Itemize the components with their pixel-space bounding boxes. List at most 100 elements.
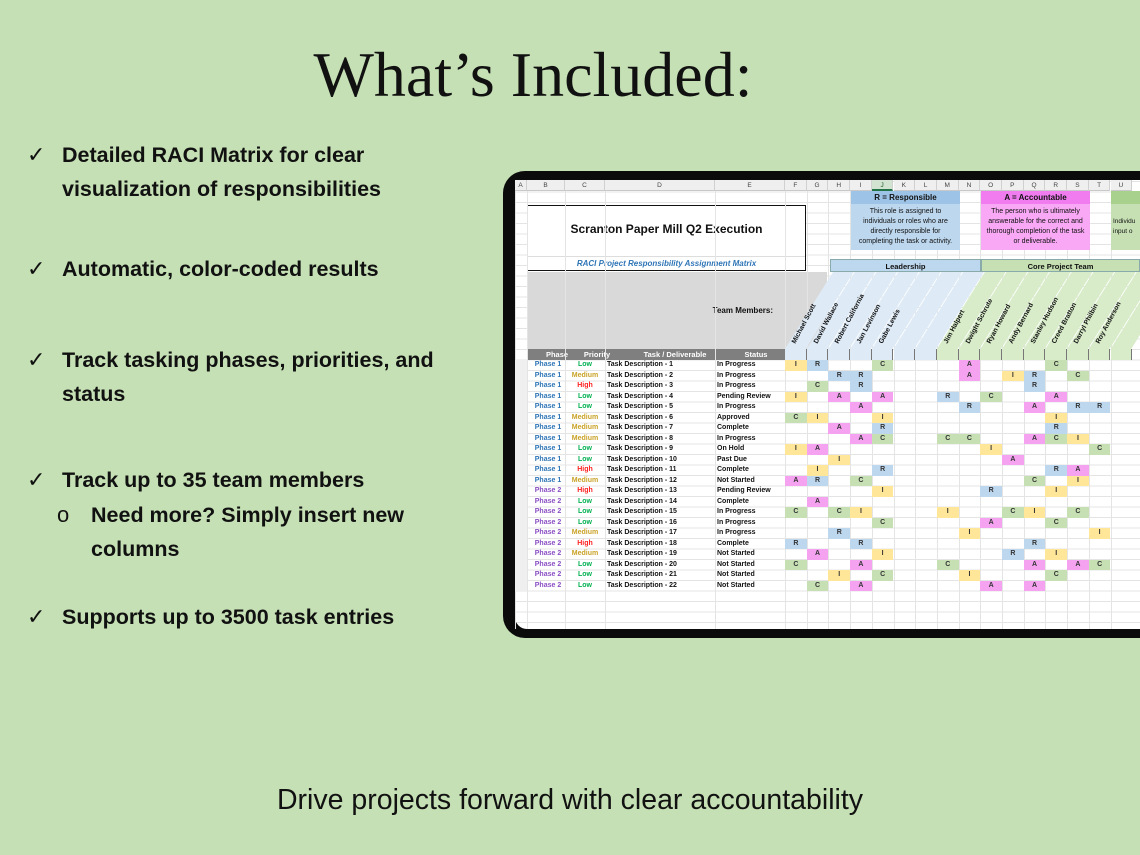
raci-cell-A[interactable]: A: [958, 360, 981, 371]
raci-cell-I[interactable]: I: [1045, 486, 1068, 497]
raci-cell-I[interactable]: I: [871, 412, 894, 423]
raci-cell-A[interactable]: A: [806, 496, 829, 507]
column-header[interactable]: U: [1110, 180, 1133, 191]
raci-cell-R[interactable]: R: [1002, 549, 1024, 560]
raci-cell-A[interactable]: A: [828, 391, 851, 402]
raci-cell-R[interactable]: R: [871, 465, 894, 476]
raci-cell-C[interactable]: C: [850, 475, 872, 486]
raci-cell-A[interactable]: A: [806, 549, 829, 560]
column-header[interactable]: E: [715, 180, 785, 191]
column-header[interactable]: Q: [1023, 180, 1046, 191]
raci-cell-I[interactable]: I: [958, 570, 981, 581]
column-header[interactable]: K: [893, 180, 916, 191]
raci-cell-C[interactable]: C: [936, 559, 959, 570]
raci-cell-C[interactable]: C: [806, 580, 829, 591]
raci-cell-A[interactable]: A: [1002, 454, 1024, 465]
raci-cell-I[interactable]: I: [785, 444, 807, 455]
raci-cell-A[interactable]: A: [1023, 402, 1046, 413]
raci-cell-C[interactable]: C: [1088, 559, 1111, 570]
raci-cell-A[interactable]: A: [980, 517, 1002, 528]
raci-cell-A[interactable]: A: [1067, 465, 1089, 476]
raci-cell-I[interactable]: I: [828, 454, 851, 465]
raci-cell-R[interactable]: R: [1045, 423, 1068, 434]
raci-cell-C[interactable]: C: [1045, 517, 1068, 528]
raci-cell-C[interactable]: C: [871, 517, 894, 528]
column-header[interactable]: J: [871, 180, 894, 191]
column-header[interactable]: S: [1067, 180, 1089, 191]
raci-cell-I[interactable]: I: [1045, 412, 1068, 423]
raci-cell-C[interactable]: C: [1088, 444, 1111, 455]
raci-cell-I[interactable]: I: [1088, 528, 1111, 539]
raci-cell-R[interactable]: R: [936, 391, 959, 402]
raci-cell-R[interactable]: R: [1088, 402, 1111, 413]
raci-cell-A[interactable]: A: [1023, 433, 1046, 444]
raci-cell-C[interactable]: C: [785, 412, 807, 423]
column-header[interactable]: B: [527, 180, 565, 191]
raci-cell-A[interactable]: A: [850, 433, 872, 444]
raci-cell-R[interactable]: R: [806, 360, 829, 371]
raci-cell-I[interactable]: I: [871, 549, 894, 560]
column-header[interactable]: G: [806, 180, 829, 191]
column-header[interactable]: D: [605, 180, 715, 191]
raci-cell-C[interactable]: C: [958, 433, 981, 444]
raci-cell-R[interactable]: R: [980, 486, 1002, 497]
raci-cell-R[interactable]: R: [806, 475, 829, 486]
raci-cell-R[interactable]: R: [1045, 465, 1068, 476]
raci-cell-A[interactable]: A: [980, 580, 1002, 591]
raci-cell-C[interactable]: C: [1067, 370, 1089, 381]
raci-cell-A[interactable]: A: [958, 370, 981, 381]
column-header[interactable]: H: [828, 180, 851, 191]
raci-cell-R[interactable]: R: [958, 402, 981, 413]
raci-cell-C[interactable]: C: [1067, 507, 1089, 518]
raci-cell-C[interactable]: C: [1023, 475, 1046, 486]
raci-cell-I[interactable]: I: [958, 528, 981, 539]
raci-cell-C[interactable]: C: [871, 570, 894, 581]
raci-cell-A[interactable]: A: [806, 444, 829, 455]
raci-cell-I[interactable]: I: [806, 412, 829, 423]
raci-cell-I[interactable]: I: [828, 570, 851, 581]
raci-cell-C[interactable]: C: [785, 507, 807, 518]
column-header[interactable]: F: [785, 180, 807, 191]
raci-cell-C[interactable]: C: [871, 360, 894, 371]
raci-cell-R[interactable]: R: [850, 538, 872, 549]
raci-cell-I[interactable]: I: [1045, 549, 1068, 560]
raci-cell-A[interactable]: A: [871, 391, 894, 402]
column-header[interactable]: M: [936, 180, 959, 191]
raci-cell-C[interactable]: C: [1045, 360, 1068, 371]
column-header[interactable]: N: [958, 180, 981, 191]
raci-cell-I[interactable]: I: [1023, 507, 1046, 518]
raci-cell-C[interactable]: C: [871, 433, 894, 444]
raci-cell-R[interactable]: R: [1023, 538, 1046, 549]
raci-cell-R[interactable]: R: [1023, 370, 1046, 381]
raci-cell-A[interactable]: A: [850, 559, 872, 570]
raci-cell-I[interactable]: I: [785, 360, 807, 371]
raci-cell-I[interactable]: I: [1067, 433, 1089, 444]
raci-cell-R[interactable]: R: [871, 423, 894, 434]
raci-cell-I[interactable]: I: [1002, 370, 1024, 381]
raci-cell-A[interactable]: A: [1023, 580, 1046, 591]
column-header[interactable]: T: [1088, 180, 1111, 191]
column-header[interactable]: A: [515, 180, 527, 191]
raci-cell-C[interactable]: C: [1002, 507, 1024, 518]
raci-cell-R[interactable]: R: [850, 381, 872, 392]
raci-cell-I[interactable]: I: [850, 507, 872, 518]
raci-cell-A[interactable]: A: [828, 423, 851, 434]
raci-cell-R[interactable]: R: [850, 370, 872, 381]
raci-cell-R[interactable]: R: [785, 538, 807, 549]
raci-cell-C[interactable]: C: [980, 391, 1002, 402]
raci-cell-R[interactable]: R: [828, 370, 851, 381]
raci-cell-A[interactable]: A: [850, 580, 872, 591]
raci-cell-C[interactable]: C: [785, 559, 807, 570]
raci-cell-R[interactable]: R: [1023, 381, 1046, 392]
raci-cell-I[interactable]: I: [1067, 475, 1089, 486]
raci-cell-C[interactable]: C: [1045, 433, 1068, 444]
raci-cell-C[interactable]: C: [936, 433, 959, 444]
raci-cell-I[interactable]: I: [871, 486, 894, 497]
raci-cell-C[interactable]: C: [806, 381, 829, 392]
column-header[interactable]: C: [565, 180, 605, 191]
raci-cell-R[interactable]: R: [1067, 402, 1089, 413]
raci-cell-I[interactable]: I: [980, 444, 1002, 455]
raci-cell-A[interactable]: A: [850, 402, 872, 413]
raci-cell-C[interactable]: C: [828, 507, 851, 518]
raci-cell-A[interactable]: A: [1023, 559, 1046, 570]
